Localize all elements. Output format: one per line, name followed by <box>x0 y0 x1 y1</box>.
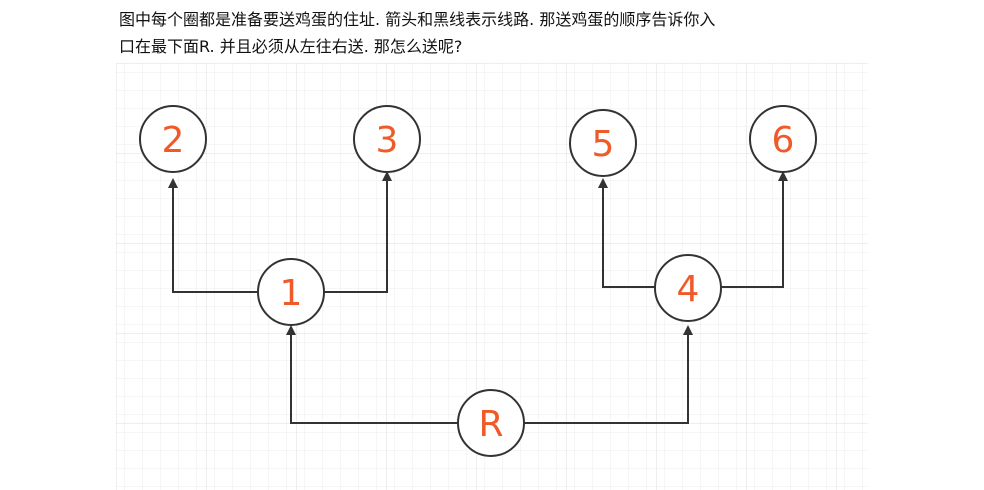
edge-r-to-4 <box>524 325 693 424</box>
edge-r-to-1 <box>286 325 458 424</box>
node-3-label: 3 <box>376 120 399 161</box>
node-3: 3 <box>353 105 421 173</box>
node-4: 4 <box>654 254 722 322</box>
edge-4-to-6 <box>721 171 788 288</box>
node-2-label: 2 <box>162 120 185 161</box>
question-line-1: 图中每个圈都是准备要送鸡蛋的住址. 箭头和黑线表示线路. 那送鸡蛋的顺序告诉你入 <box>119 10 716 29</box>
edge-1-to-2 <box>168 178 258 293</box>
question-line-2: 口在最下面R. 并且必须从左往右送. 那怎么送呢? <box>119 37 463 56</box>
node-6: 6 <box>749 105 817 173</box>
edge-1-to-3 <box>324 171 392 293</box>
node-5-label: 5 <box>592 124 615 165</box>
node-6-label: 6 <box>772 120 795 161</box>
node-2: 2 <box>139 105 207 173</box>
node-1: 1 <box>257 258 325 326</box>
edge-4-to-5 <box>598 178 655 288</box>
node-r-label: R <box>478 404 503 445</box>
question-text: 图中每个圈都是准备要送鸡蛋的住址. 箭头和黑线表示线路. 那送鸡蛋的顺序告诉你入… <box>119 6 879 60</box>
node-5: 5 <box>569 109 637 177</box>
connectors <box>168 171 788 424</box>
node-1-label: 1 <box>280 273 303 314</box>
node-r: R <box>457 389 525 457</box>
node-4-label: 4 <box>677 269 700 310</box>
